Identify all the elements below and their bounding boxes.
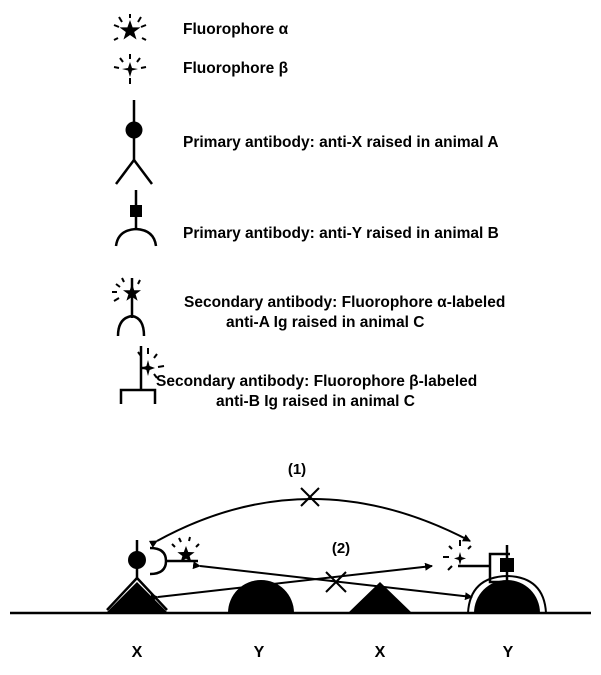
- antigen-label-y-2: Y: [503, 644, 514, 661]
- bound-secondary-anti-a: [150, 537, 199, 574]
- arc-1-blocked: [157, 488, 470, 541]
- legend-secondary-b-line2: anti-B Ig raised in animal C: [216, 392, 415, 411]
- secondary-antibody-a-icon: [104, 276, 154, 338]
- fluorophore-alpha-icon: [110, 14, 150, 48]
- label-path-1: (1): [288, 461, 306, 478]
- primary-antibody-x-icon: [112, 100, 156, 188]
- antigen-label-x-1: X: [132, 644, 143, 661]
- legend-primary-y-label: Primary antibody: anti-Y raised in anima…: [183, 224, 499, 243]
- legend-secondary-b-line1: Secondary antibody: Fluorophore β-labele…: [156, 372, 477, 391]
- staining-diagram: (1) (2): [0, 420, 601, 675]
- primary-antibody-y-icon: [112, 190, 160, 248]
- legend-secondary-a-line2: anti-A Ig raised in animal C: [226, 313, 424, 332]
- antigen-y-1: [228, 580, 294, 613]
- antigen-x-2: [348, 582, 412, 613]
- crossed-arrows-2-blocked: [158, 566, 472, 597]
- antigen-y-2: [474, 580, 540, 613]
- legend-secondary-a-line1: Secondary antibody: Fluorophore α-labele…: [184, 293, 505, 312]
- label-path-2: (2): [332, 540, 350, 557]
- legend-primary-x-label: Primary antibody: anti-X raised in anima…: [183, 133, 499, 152]
- fluorophore-beta-icon: [110, 52, 150, 86]
- antigen-label-x-2: X: [375, 644, 386, 661]
- legend-fluorophore-alpha-label: Fluorophore α: [183, 20, 288, 39]
- antigen-label-y-1: Y: [254, 644, 265, 661]
- legend-fluorophore-beta-label: Fluorophore β: [183, 59, 288, 78]
